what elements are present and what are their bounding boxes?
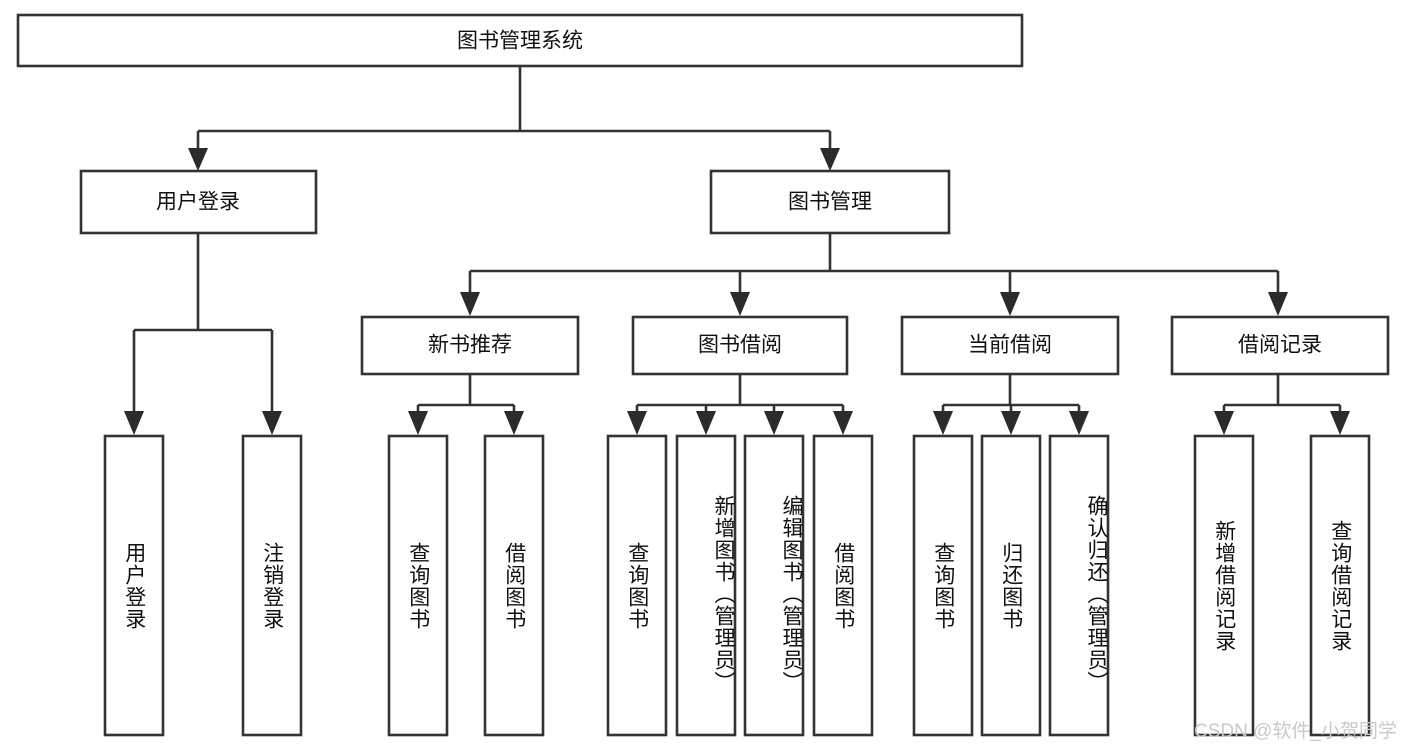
arrow-head-newbook-leaf-2 bbox=[504, 411, 524, 435]
leaf-box-currentborrow-return-book[interactable] bbox=[980, 434, 1042, 737]
leaf-box-newbook-borrow-book[interactable] bbox=[483, 434, 545, 737]
arrow-head-borrowrecord-leaf-1 bbox=[1214, 411, 1234, 435]
node-user-login-box[interactable] bbox=[79, 169, 318, 235]
leaf-box-logout[interactable] bbox=[241, 434, 303, 737]
leaf-box-bookborrow-query-book[interactable] bbox=[606, 434, 668, 737]
leaf-box-borrowrecord-query-record[interactable] bbox=[1309, 434, 1371, 737]
arrow-head-book-borrow bbox=[730, 292, 750, 316]
node-new-book-recommend-box[interactable] bbox=[360, 315, 580, 376]
leaf-box-borrowrecord-add-record[interactable] bbox=[1193, 434, 1255, 737]
node-book-management[interactable]: 图书管理 bbox=[709, 169, 951, 235]
node-user-login-label: 用户登录 bbox=[156, 191, 240, 214]
arrow-head-leaf-user-login bbox=[124, 411, 144, 435]
leaf-box-bookborrow-add-book[interactable] bbox=[675, 434, 737, 737]
csdn-watermark: CSDN @软件_小贺同学 bbox=[1194, 721, 1397, 742]
leaf-box-bookborrow-edit-book[interactable] bbox=[743, 434, 805, 737]
arrow-head-leaf-logout bbox=[262, 411, 282, 435]
arrow-head-borrowrecord-leaf-2 bbox=[1330, 411, 1350, 435]
node-current-borrow-label: 当前借阅 bbox=[968, 334, 1052, 357]
leaf-box-bookborrow-borrow-book[interactable] bbox=[812, 434, 874, 737]
arrow-head-new-book bbox=[460, 292, 480, 316]
node-book-borrow-box[interactable] bbox=[631, 315, 849, 376]
node-book-management-box[interactable] bbox=[709, 169, 951, 235]
arrow-head-currentborrow-leaf-2 bbox=[1001, 411, 1021, 435]
node-new-book-recommend[interactable]: 新书推荐 bbox=[360, 315, 580, 376]
leaf-box-currentborrow-query-book[interactable] bbox=[912, 434, 974, 737]
arrow-head-bookborrow-leaf-3 bbox=[764, 411, 784, 435]
node-user-login[interactable]: 用户登录 bbox=[79, 169, 318, 235]
node-current-borrow-box[interactable] bbox=[900, 315, 1120, 376]
arrow-head-borrow-record bbox=[1268, 292, 1288, 316]
arrow-head-newbook-leaf-1 bbox=[408, 411, 428, 435]
node-root-label: 图书管理系统 bbox=[457, 30, 583, 53]
arrow-head-currentborrow-leaf-3 bbox=[1069, 411, 1089, 435]
arrow-head-currentborrow-leaf-1 bbox=[933, 411, 953, 435]
leaf-box-newbook-query-book[interactable] bbox=[387, 434, 449, 737]
node-borrow-record-box[interactable] bbox=[1170, 315, 1390, 376]
node-borrow-record-label: 借阅记录 bbox=[1238, 334, 1322, 357]
node-borrow-record[interactable]: 借阅记录 bbox=[1170, 315, 1390, 376]
connector-group bbox=[124, 66, 1350, 435]
arrow-head-bookborrow-leaf-1 bbox=[627, 411, 647, 435]
leaf-box-user-login[interactable] bbox=[103, 434, 165, 737]
arrow-head-bookborrow-leaf-2 bbox=[696, 411, 716, 435]
node-root-box[interactable] bbox=[16, 13, 1024, 68]
arrow-head-user-login bbox=[188, 148, 208, 171]
leaf-box-currentborrow-confirm-return[interactable] bbox=[1048, 434, 1110, 737]
arrow-head-current-borrow bbox=[1000, 292, 1020, 316]
node-book-management-label: 图书管理 bbox=[788, 191, 872, 214]
node-new-book-recommend-label: 新书推荐 bbox=[428, 334, 512, 357]
node-book-borrow[interactable]: 图书借阅 bbox=[631, 315, 849, 376]
node-current-borrow[interactable]: 当前借阅 bbox=[900, 315, 1120, 376]
node-root[interactable]: 图书管理系统 bbox=[16, 13, 1024, 68]
arrow-head-bookborrow-leaf-4 bbox=[833, 411, 853, 435]
node-book-borrow-label: 图书借阅 bbox=[698, 334, 782, 357]
arrow-head-book-mgmt bbox=[820, 148, 840, 171]
